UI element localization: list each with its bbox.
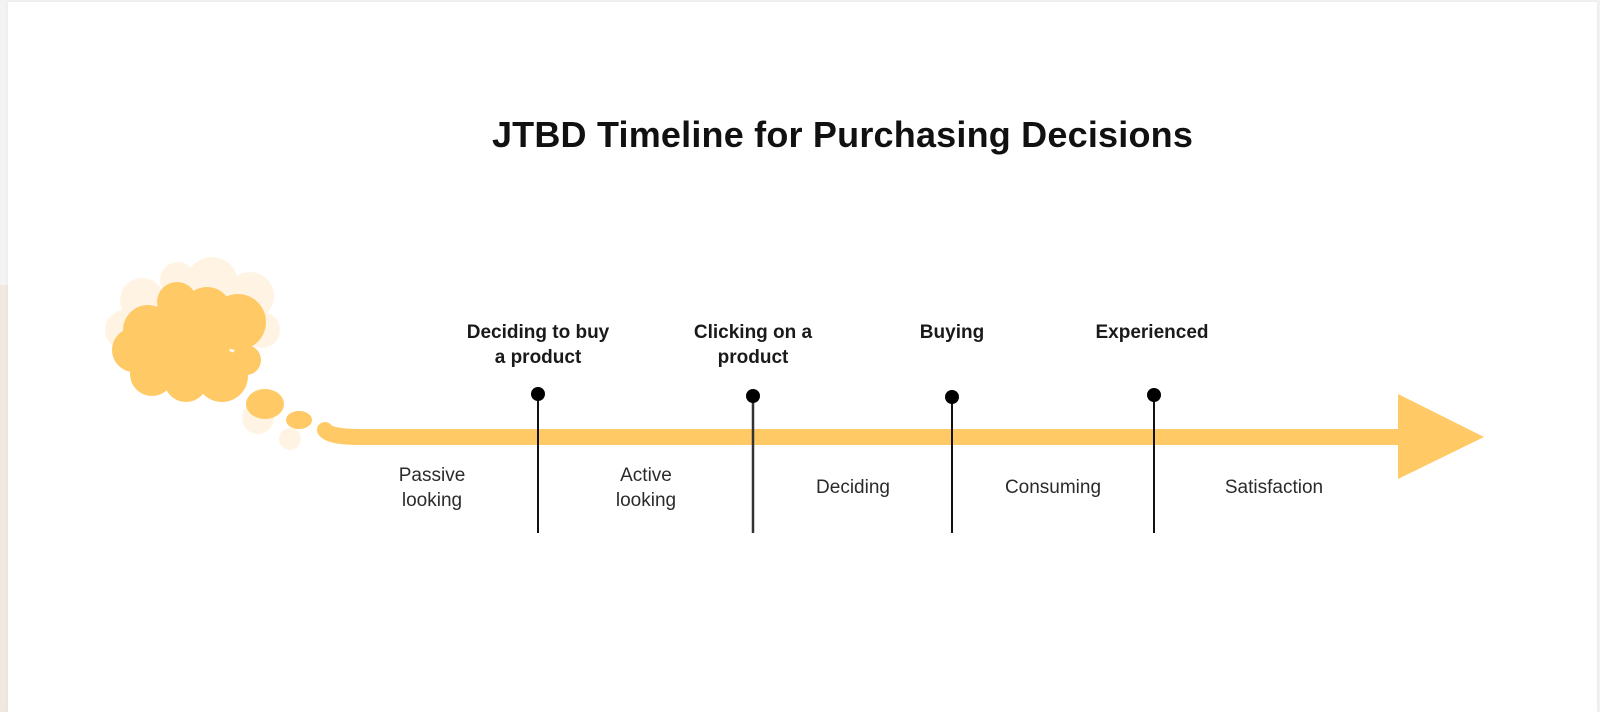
phase-label-line: Active (620, 465, 672, 486)
phase-label-line: Passive (398, 465, 466, 486)
milestone-label-line: a product (494, 347, 582, 368)
phase-label-line: Deciding (816, 477, 890, 498)
milestone-marker-2 (746, 389, 760, 533)
milestone-label-line: Clicking on a (693, 322, 813, 343)
phase-label-active-looking: Active looking (566, 463, 726, 513)
left-edge-strip (0, 285, 8, 712)
milestone-label-experienced: Experienced (1052, 320, 1252, 345)
phase-label-line: Satisfaction (1224, 477, 1324, 498)
milestone-label-line: product (717, 347, 789, 368)
phase-label-passive-looking: Passive looking (352, 463, 512, 513)
milestone-marker-1 (531, 387, 545, 533)
thought-cloud-icon (105, 257, 312, 450)
milestone-marker-4 (1147, 388, 1161, 533)
diagram-title: JTBD Timeline for Purchasing Decisions (491, 114, 1194, 155)
timeline-arrow-icon (317, 394, 1484, 479)
milestone-label-buying: Buying (852, 320, 1052, 345)
phase-label-line: Consuming (1004, 477, 1102, 498)
milestone-marker-3 (945, 390, 959, 533)
phase-label-consuming: Consuming (973, 475, 1133, 500)
milestone-label-line: Deciding to buy (466, 322, 610, 343)
phase-label-line: looking (401, 490, 463, 511)
diagram-card (8, 2, 1597, 712)
phase-label-deciding: Deciding (773, 475, 933, 500)
milestone-label-line: Experienced (1095, 322, 1209, 343)
phase-label-satisfaction: Satisfaction (1194, 475, 1354, 500)
milestone-label-deciding-to-buy: Deciding to buy a product (438, 320, 638, 370)
phase-label-line: looking (615, 490, 677, 511)
milestone-label-clicking-on-product: Clicking on a product (653, 320, 853, 370)
milestone-label-line: Buying (919, 322, 985, 343)
